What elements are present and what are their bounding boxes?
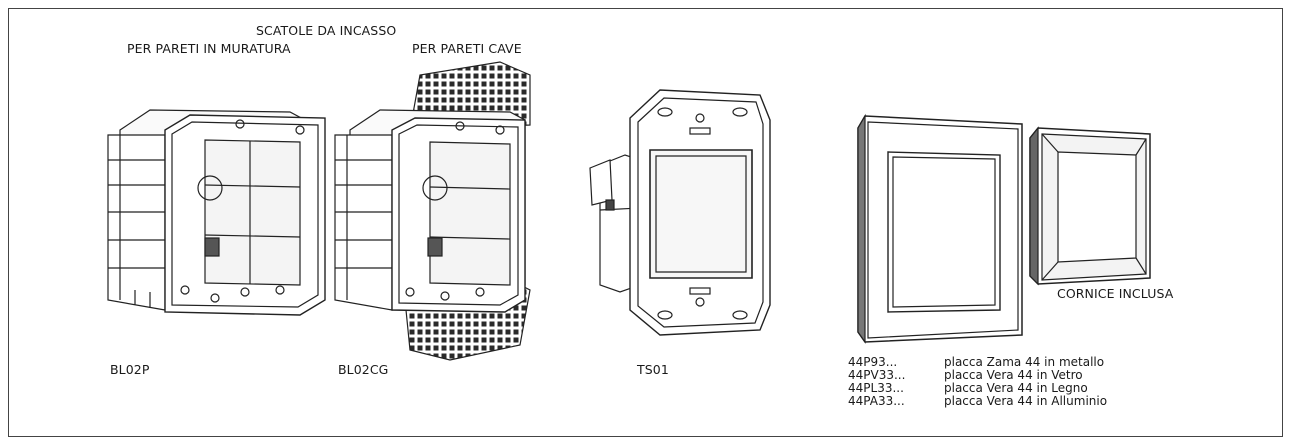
label-bl02cg: BL02CG <box>338 362 389 377</box>
plate-code: 44P93... <box>848 355 898 369</box>
heading-main: SCATOLE DA INCASSO <box>256 23 397 38</box>
label-ts01: TS01 <box>637 362 669 377</box>
plate-row: 44P93... placca Zama 44 in metallo <box>848 356 1107 369</box>
label-cornice-inclusa: CORNICE INCLUSA <box>1057 286 1174 301</box>
heading-hollow: PER PARETI CAVE <box>412 41 522 56</box>
plate-desc: placca Zama 44 in metallo <box>944 355 1105 369</box>
plate-code: 44PA33... <box>848 394 905 408</box>
bezel-frame-drawing <box>1029 126 1151 286</box>
plate-list: 44P93... placca Zama 44 in metallo 44PV3… <box>848 356 1107 408</box>
box-bl02p-drawing <box>107 109 326 316</box>
heading-masonry: PER PARETI IN MURATURA <box>127 41 291 56</box>
plate-code: 44PL33... <box>848 381 904 395</box>
plate-row: 44PA33... placca Vera 44 in Alluminio <box>848 395 1107 408</box>
cover-plate-drawing <box>857 113 1023 344</box>
plate-desc: placca Vera 44 in Vetro <box>944 368 1083 382</box>
plate-row: 44PL33... placca Vera 44 in Legno <box>848 382 1107 395</box>
label-bl02p: BL02P <box>110 362 150 377</box>
plate-desc: placca Vera 44 in Legno <box>944 381 1088 395</box>
plate-desc: placca Vera 44 in Alluminio <box>944 394 1108 408</box>
box-bl02cg-drawing <box>334 61 531 361</box>
plate-code: 44PV33... <box>848 368 906 382</box>
diagram-frame <box>8 8 1283 437</box>
plate-row: 44PV33... placca Vera 44 in Vetro <box>848 369 1107 382</box>
support-ts01-drawing <box>589 89 771 336</box>
